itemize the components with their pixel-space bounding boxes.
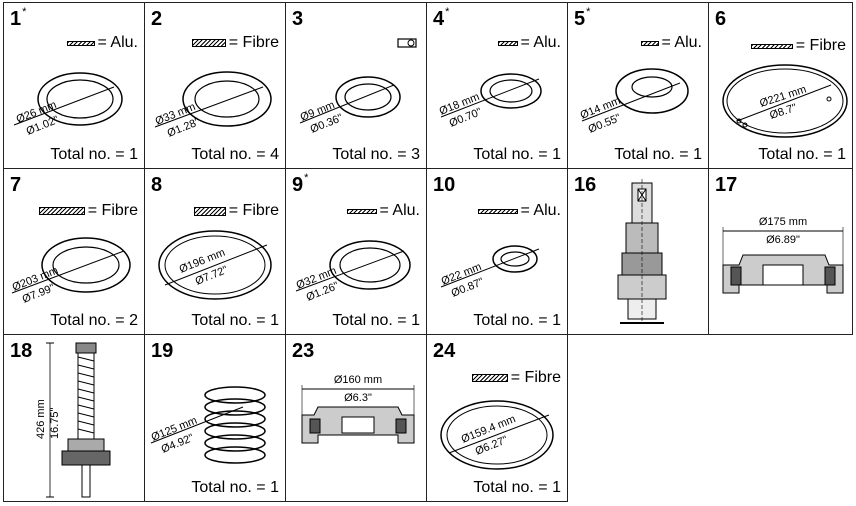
material-legend: = Alu.	[497, 34, 561, 52]
dimension-inch: 16.75"	[49, 407, 61, 439]
part-cell-16: 16	[567, 168, 709, 335]
section-symbol-icon	[397, 38, 417, 48]
part-cell-7: 7 = Fibre Ø203 mm Ø7.99" Total no. = 2	[3, 168, 145, 335]
part-cell-10: 10 = Alu. Ø22 mm Ø0.87" Total no. = 1	[426, 168, 568, 335]
part-cell-24: 24 = Fibre Ø159.4 mm Ø6.27" Total no. = …	[426, 334, 568, 502]
material-legend: = Fibre	[193, 202, 279, 220]
gasket-drawing: Ø203 mm Ø7.99"	[11, 237, 131, 306]
part-cell-6: 6 = Fibre Ø221 mm Ø8.7" Total no. = 1	[708, 2, 853, 169]
gasket-drawing: Ø14 mm Ø0.55"	[579, 68, 689, 136]
total-count: Total no. = 1	[332, 312, 420, 329]
part-number: 1*	[10, 6, 27, 30]
material-legend: = Fibre	[191, 34, 279, 52]
part-number: 18	[10, 340, 33, 362]
fibre-symbol-icon	[750, 43, 793, 49]
dimension-mm: Ø175 mm	[759, 216, 807, 228]
part-number: 8	[151, 174, 163, 196]
spare-parts-grid: 1* = Alu. Ø26 mm Ø1.02" Total no. = 1 2 …	[3, 2, 853, 502]
total-count: Total no. = 1	[614, 146, 702, 163]
gasket-drawing: Ø18 mm Ø0.70"	[438, 73, 542, 130]
part-number: 24	[433, 340, 456, 362]
part-cell-17: 17 Ø175 mm Ø6.89"	[708, 168, 853, 335]
part-number: 6	[715, 8, 727, 30]
part-number: 2	[151, 8, 163, 30]
material-legend: = Fibre	[38, 202, 138, 220]
part-cell-1: 1* = Alu. Ø26 mm Ø1.02" Total no. = 1	[3, 2, 145, 169]
total-count: Total no. = 1	[191, 479, 279, 496]
total-count: Total no. = 1	[50, 146, 138, 163]
gasket-drawing: Ø9 mm Ø0.36"	[299, 38, 417, 136]
fibre-symbol-icon	[38, 207, 85, 215]
total-count: Total no. = 1	[473, 312, 561, 329]
alu-symbol-icon	[66, 40, 95, 46]
part-number: 10	[433, 174, 456, 196]
part-cell-8: 8 = Fibre Ø196 mm Ø7.72" Total no. = 1	[144, 168, 286, 335]
part-number: 7	[10, 174, 22, 196]
total-count: Total no. = 4	[191, 146, 279, 163]
gasket-drawing: Ø221 mm Ø8.7"	[722, 64, 848, 138]
spring-drawing: Ø125 mm Ø4.92"	[150, 386, 266, 464]
gasket-drawing: Ø32 mm Ø1.26"	[295, 240, 411, 304]
gasket-drawing: Ø159.4 mm Ø6.27"	[440, 400, 554, 470]
part-cell-23: 23 Ø160 mm Ø6.3"	[285, 334, 427, 502]
material-legend: = Alu.	[66, 34, 138, 52]
bonnet-drawing: Ø175 mm Ø6.89"	[722, 216, 844, 294]
part-number: 5*	[574, 6, 591, 30]
part-number: 9*	[292, 172, 309, 196]
alu-symbol-icon	[497, 40, 518, 46]
part-cell-2: 2 = Fibre Ø33 mm Ø1.28" Total no. = 4	[144, 2, 286, 169]
part-number: 19	[151, 340, 174, 362]
material-legend: = Fibre	[471, 369, 561, 387]
part-cell-3: 3 Ø9 mm Ø0.36" Total no. = 3	[285, 2, 427, 169]
fibre-symbol-icon	[193, 206, 226, 216]
gasket-drawing: Ø196 mm Ø7.72"	[158, 230, 272, 300]
dimension-mm: 426 mm	[35, 399, 47, 439]
total-count: Total no. = 1	[758, 146, 846, 163]
material-legend: = Alu.	[640, 34, 702, 52]
part-number: 3	[292, 8, 304, 30]
material-legend: = Alu.	[477, 202, 561, 220]
fibre-symbol-icon	[471, 374, 508, 382]
gasket-drawing: Ø26 mm Ø1.02"	[13, 72, 123, 138]
total-count: Total no. = 1	[473, 146, 561, 163]
part-number: 16	[574, 174, 597, 196]
dimension-inch: Ø6.89"	[766, 234, 800, 246]
gasket-drawing: Ø22 mm Ø0.87"	[440, 245, 540, 300]
part-number: 4*	[433, 6, 450, 30]
material-legend: = Alu.	[346, 202, 420, 220]
part-cell-4: 4* = Alu. Ø18 mm Ø0.70" Total no. = 1	[426, 2, 568, 169]
part-cell-18: 18 426 mm 16.75"	[3, 334, 145, 502]
alu-symbol-icon	[640, 40, 659, 46]
part-number: 17	[715, 174, 738, 196]
valve-stem-drawing: 426 mm 16.75"	[35, 342, 111, 498]
alu-symbol-icon	[477, 208, 518, 214]
valve-insert-drawing	[617, 179, 667, 324]
gasket-drawing: Ø33 mm Ø1.28"	[154, 71, 272, 140]
total-count: Total no. = 3	[332, 146, 420, 163]
part-cell-19: 19 Ø125 mm Ø4.92" Total no. = 1	[144, 334, 286, 502]
fibre-symbol-icon	[191, 39, 226, 47]
part-number: 23	[292, 340, 315, 362]
total-count: Total no. = 2	[50, 312, 138, 329]
total-count: Total no. = 1	[191, 312, 279, 329]
cover-drawing: Ø160 mm Ø6.3"	[301, 374, 415, 444]
part-cell-5: 5* = Alu. Ø14 mm Ø0.55" Total no. = 1	[567, 2, 709, 169]
dimension-mm: Ø160 mm	[334, 374, 382, 386]
dimension-inch: Ø6.3"	[344, 392, 372, 404]
total-count: Total no. = 1	[473, 479, 561, 496]
alu-symbol-icon	[346, 208, 377, 214]
part-cell-9: 9* = Alu. Ø32 mm Ø1.26" Total no. = 1	[285, 168, 427, 335]
material-legend: = Fibre	[750, 37, 846, 55]
